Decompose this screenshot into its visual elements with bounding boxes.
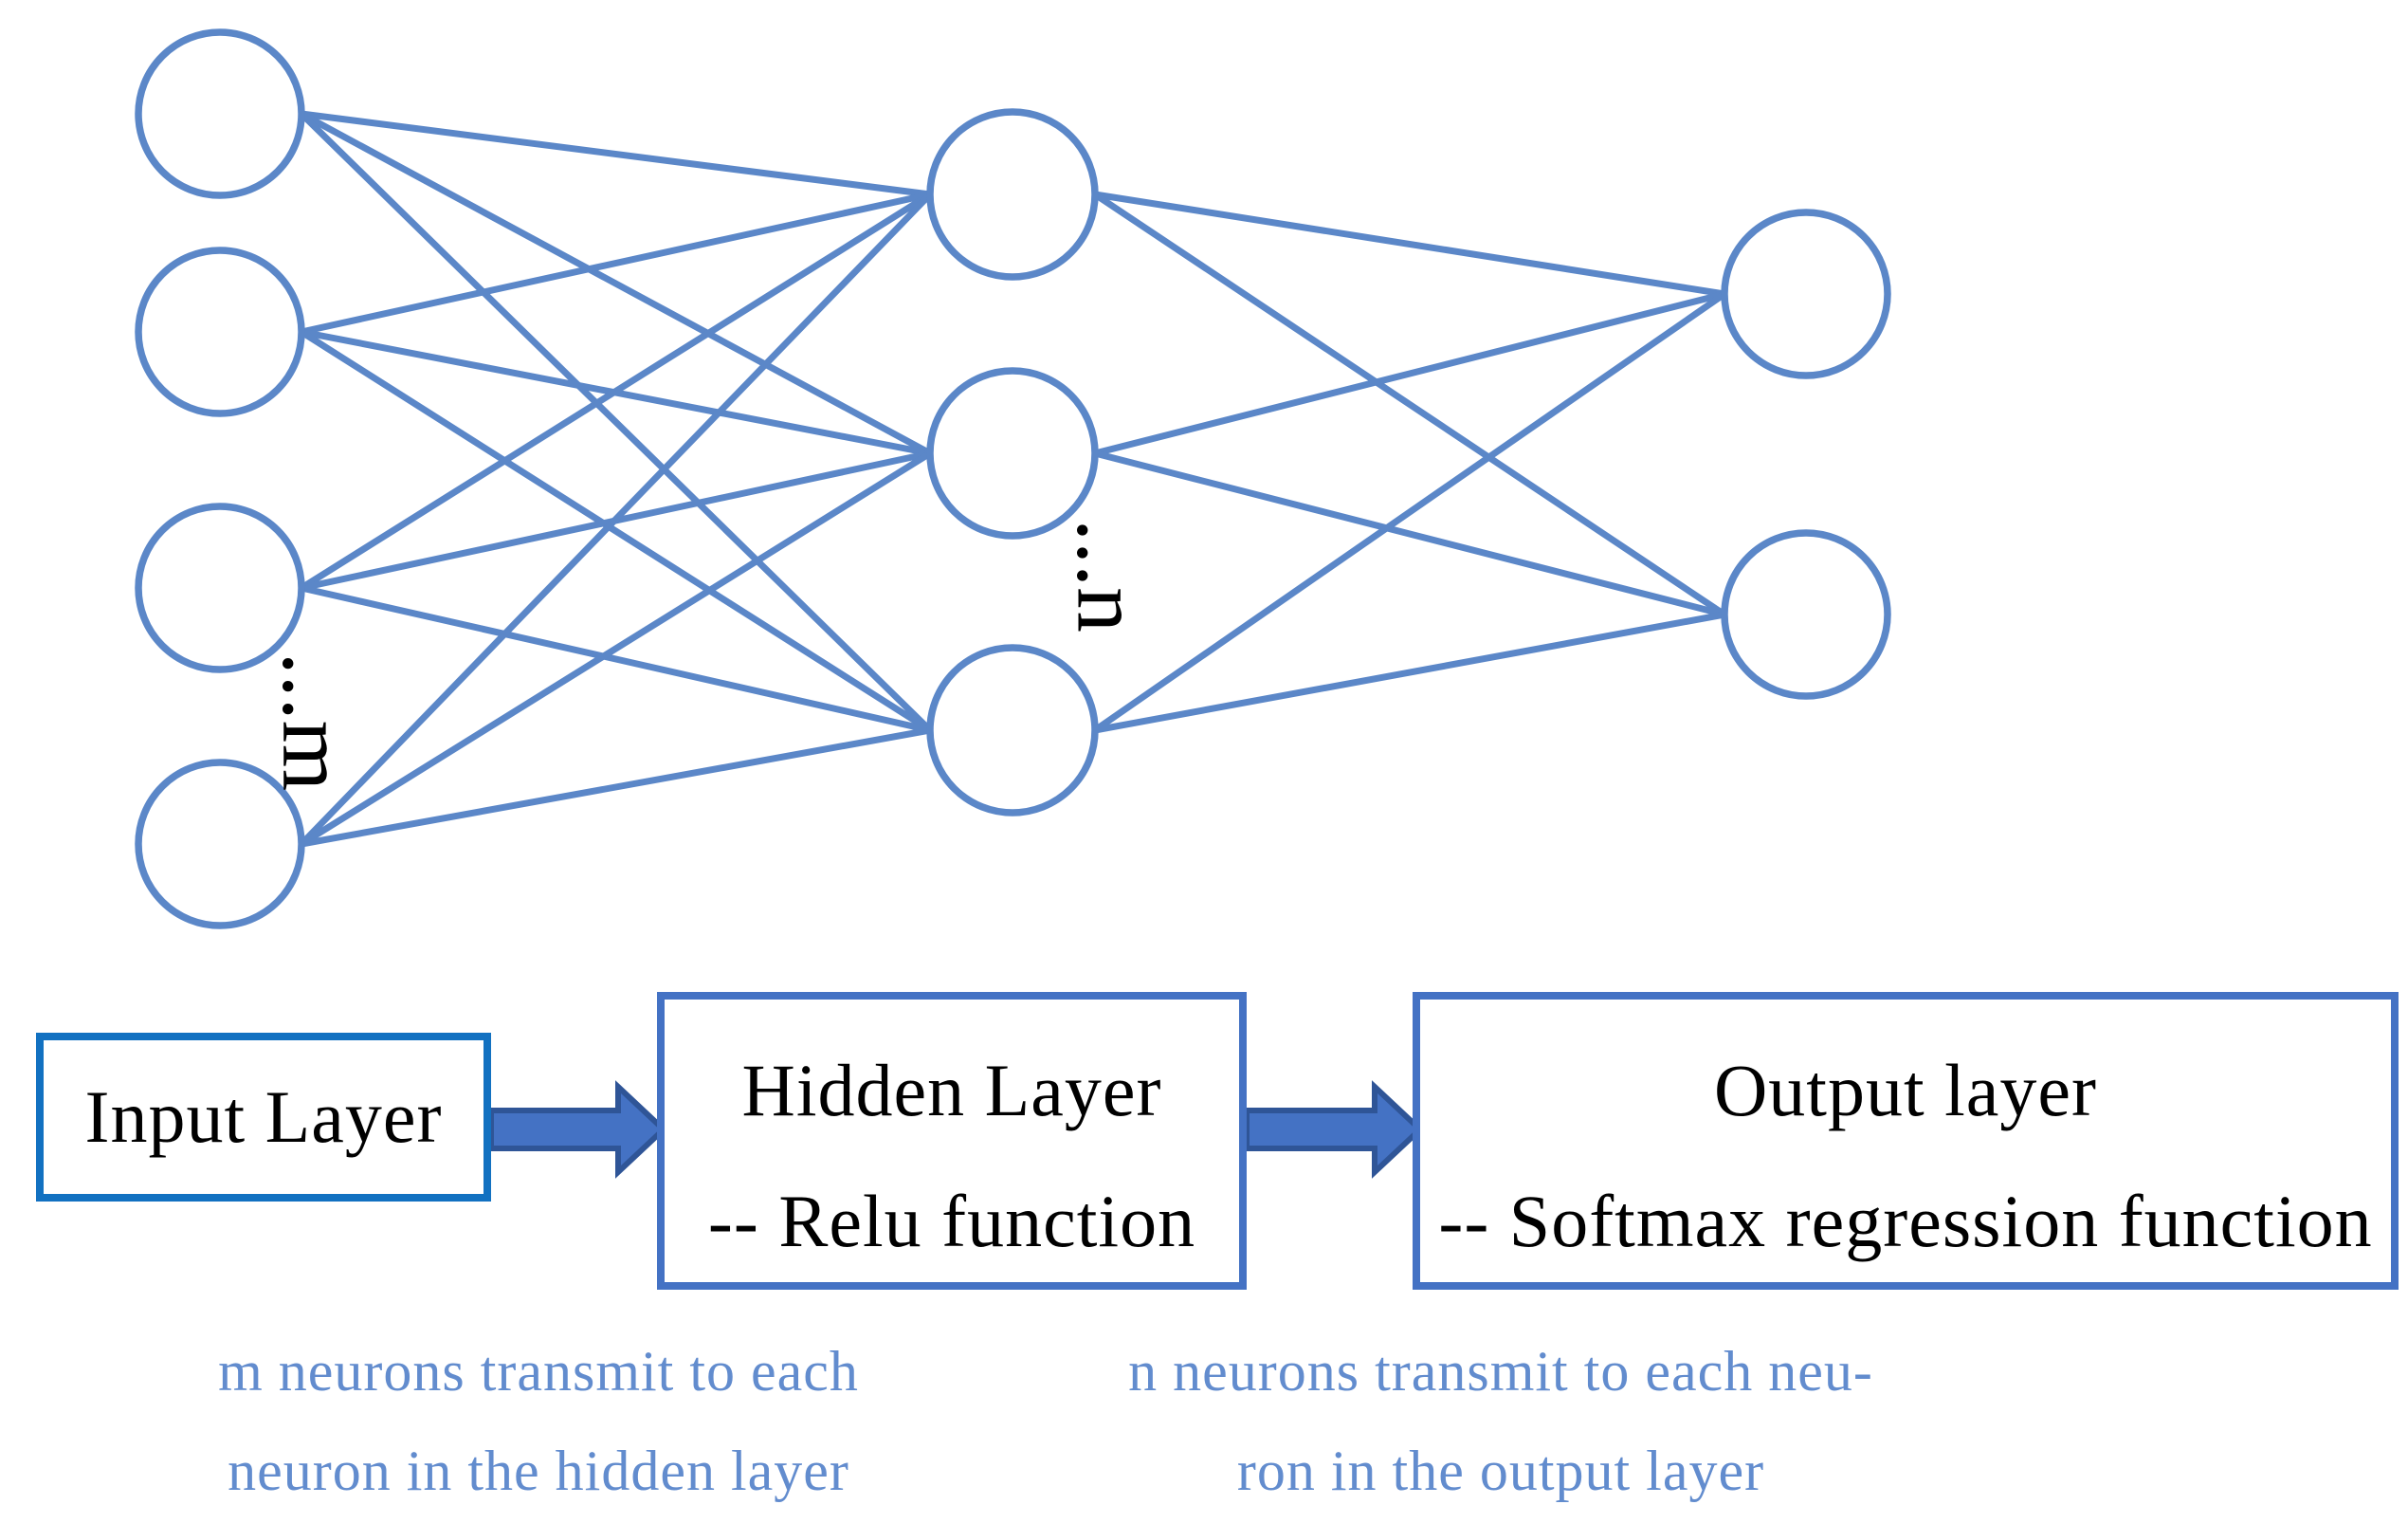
caption-hidden-to-output-line2: ron in the output layer <box>1236 1440 1765 1502</box>
connection-input-to-hidden <box>300 110 932 457</box>
output-layer-box-subtitle: -- Softmax regression function <box>1438 1180 2373 1262</box>
output-layer-box: Output layer -- Softmax regression funct… <box>1413 992 2399 1290</box>
hidden-layer-box-subtitle: -- Relu function <box>707 1180 1196 1262</box>
output-neuron-2 <box>1721 529 1891 700</box>
connection-input-to-hidden <box>301 110 931 198</box>
flow-arrow-input-to-hidden <box>488 1080 668 1179</box>
input-neuron-1 <box>135 28 305 199</box>
connection-input-to-hidden <box>301 191 931 336</box>
connection-input-to-hidden <box>301 584 931 734</box>
input-neuron-2 <box>135 247 305 417</box>
flow-arrow-hidden-to-output <box>1244 1080 1425 1179</box>
hidden-layer-box-title: Hidden Layer <box>741 1049 1162 1131</box>
caption-hidden-to-output-line1: n neurons transmit to each neu- <box>1128 1340 1873 1403</box>
caption-input-to-hidden-line2: neuron in the hidden layer <box>228 1440 849 1502</box>
input-layer-box-title: Input Layer <box>84 1075 443 1158</box>
input-neuron-4 <box>135 759 305 929</box>
connection-input-to-hidden <box>300 329 932 733</box>
hidden-neuron-1 <box>926 108 1099 281</box>
connection-input-to-hidden <box>300 450 932 847</box>
connection-hidden-to-output <box>1094 290 1725 457</box>
hidden-layer-ellipsis-label: ...n <box>1059 519 1160 633</box>
hidden-neuron-3 <box>926 644 1099 817</box>
caption-hidden-to-output: n neurons transmit to each neu- ron in t… <box>1060 1322 1942 1521</box>
connection-hidden-to-output <box>1094 450 1725 618</box>
connection-input-to-hidden <box>299 192 933 847</box>
output-neuron-1 <box>1721 209 1891 379</box>
caption-input-to-hidden-line1: m neurons transmit to each <box>218 1340 859 1403</box>
hidden-layer-box: Hidden Layer -- Relu function <box>657 992 1247 1290</box>
connection-hidden-to-output <box>1094 611 1725 734</box>
output-layer-box-title: Output layer <box>1713 1049 2098 1131</box>
caption-input-to-hidden: m neurons transmit to each neuron in the… <box>150 1322 927 1521</box>
connection-hidden-to-output <box>1093 291 1726 733</box>
input-layer-box: Input Layer <box>36 1033 491 1202</box>
hidden-neuron-2 <box>926 367 1099 540</box>
connection-input-to-hidden <box>299 111 933 733</box>
connection-input-to-hidden <box>300 192 932 591</box>
input-neuron-3 <box>135 503 305 673</box>
connection-hidden-to-output <box>1093 192 1726 617</box>
connection-input-to-hidden <box>301 726 931 848</box>
input-layer-ellipsis-label: ...m <box>265 652 366 792</box>
connection-hidden-to-output <box>1094 191 1725 298</box>
